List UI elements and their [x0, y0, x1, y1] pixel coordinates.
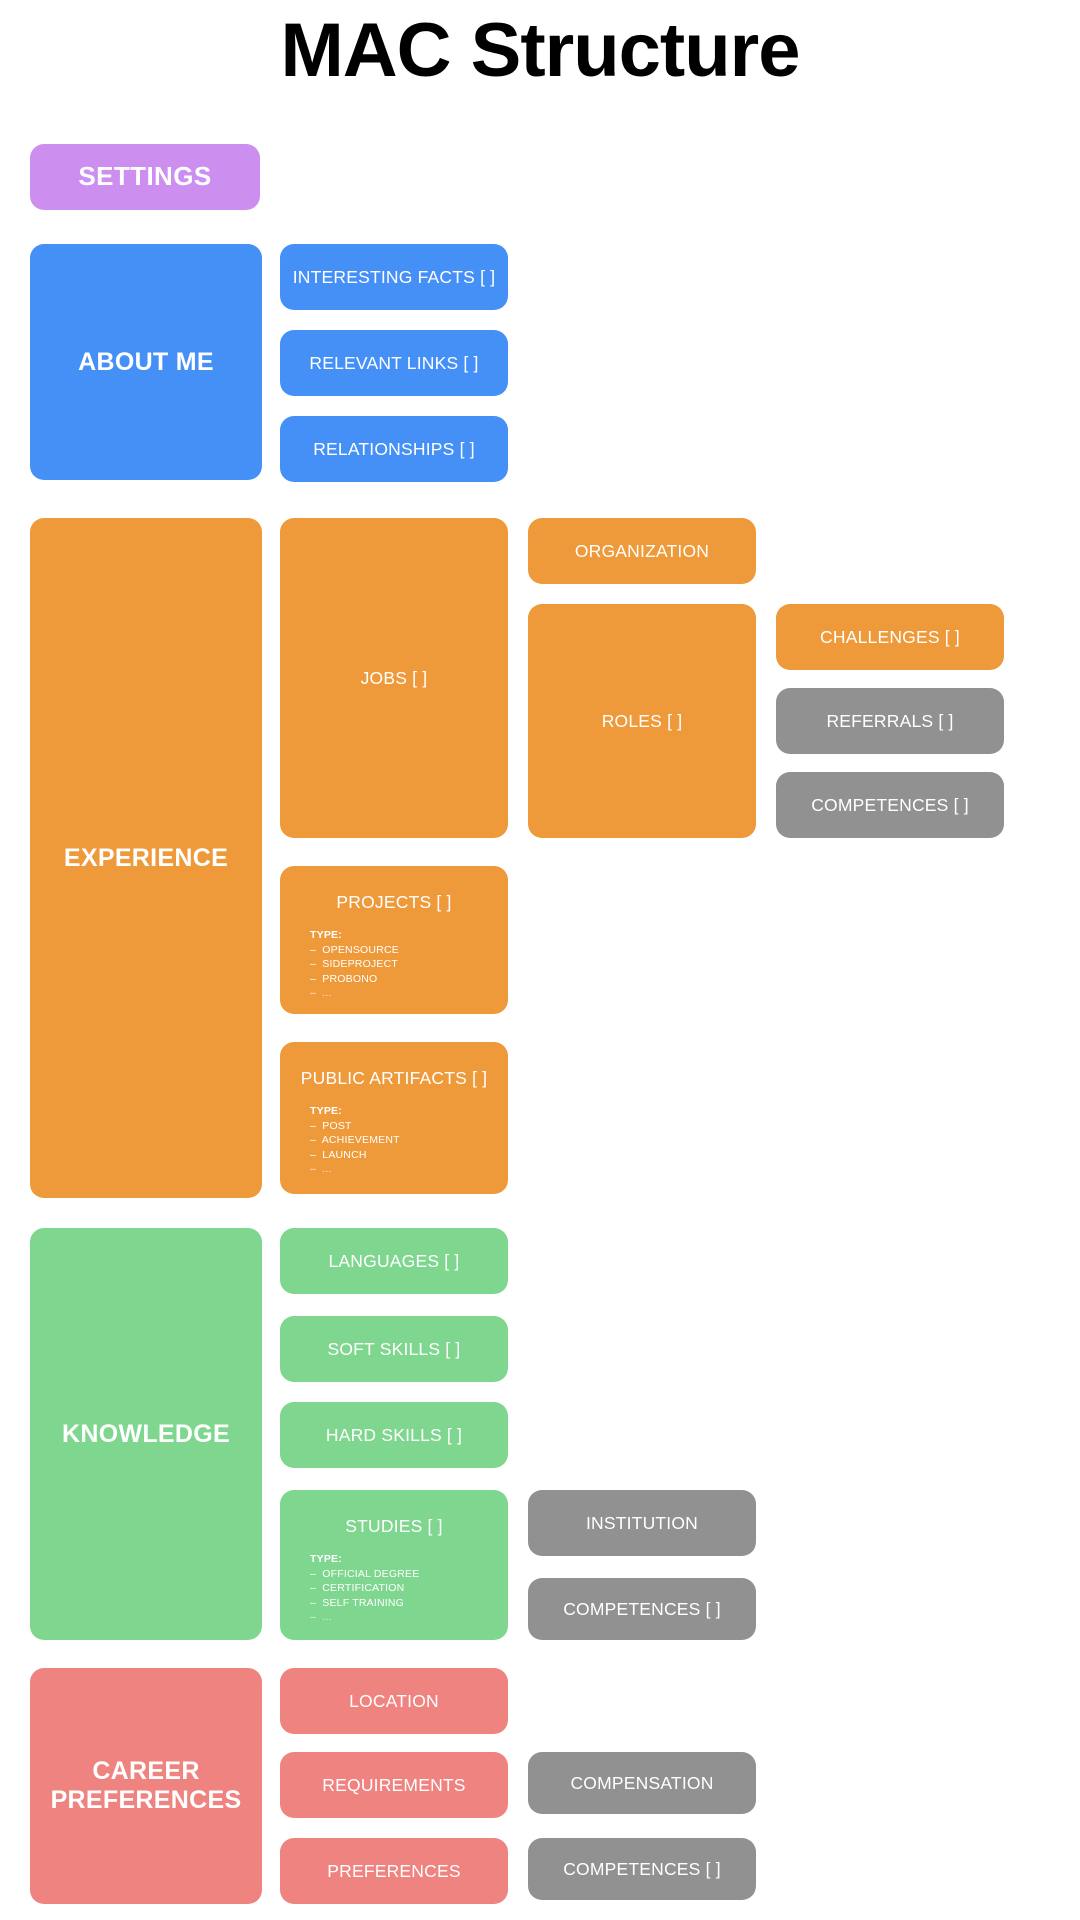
- node-organization[interactable]: ORGANIZATION: [528, 518, 756, 584]
- node-career-competences[interactable]: COMPETENCES [ ]: [528, 1838, 756, 1900]
- node-career-preferences[interactable]: CAREER PREFERENCES: [30, 1668, 262, 1904]
- studies-type-item: – OFFICIAL DEGREE: [310, 1568, 420, 1581]
- node-about-me-label: ABOUT ME: [78, 347, 214, 376]
- node-career-competences-label: COMPETENCES [ ]: [563, 1858, 721, 1879]
- node-referrals[interactable]: REFERRALS [ ]: [776, 688, 1004, 754]
- node-projects[interactable]: PROJECTS [ ] TYPE: – OPENSOURCE – SIDEPR…: [280, 866, 508, 1014]
- studies-type-list: TYPE: – OFFICIAL DEGREE – CERTIFICATION …: [296, 1552, 492, 1624]
- projects-type-item: – ...: [310, 986, 332, 999]
- public-artifacts-type-item: – ...: [310, 1162, 332, 1175]
- node-public-artifacts[interactable]: PUBLIC ARTIFACTS [ ] TYPE: – POST – ACHI…: [280, 1042, 508, 1194]
- studies-type-item: – CERTIFICATION: [310, 1582, 405, 1595]
- node-jobs[interactable]: JOBS [ ]: [280, 518, 508, 838]
- node-experience-competences-label: COMPETENCES [ ]: [811, 794, 969, 815]
- node-compensation[interactable]: COMPENSATION: [528, 1752, 756, 1814]
- node-soft-skills-label: SOFT SKILLS [ ]: [327, 1338, 461, 1359]
- node-jobs-label: JOBS [ ]: [360, 667, 428, 688]
- node-settings[interactable]: SETTINGS: [30, 144, 260, 210]
- public-artifacts-type-title: TYPE:: [310, 1105, 342, 1118]
- node-relevant-links-label: RELEVANT LINKS [ ]: [309, 352, 479, 373]
- node-languages[interactable]: LANGUAGES [ ]: [280, 1228, 508, 1294]
- studies-type-title: TYPE:: [310, 1553, 342, 1566]
- node-institution[interactable]: INSTITUTION: [528, 1490, 756, 1556]
- node-experience-label: EXPERIENCE: [63, 843, 229, 872]
- node-experience[interactable]: EXPERIENCE: [30, 518, 262, 1198]
- node-roles[interactable]: ROLES [ ]: [528, 604, 756, 838]
- node-public-artifacts-label: PUBLIC ARTIFACTS [ ]: [300, 1068, 488, 1088]
- node-settings-label: SETTINGS: [78, 161, 212, 192]
- node-knowledge-label: KNOWLEDGE: [62, 1419, 230, 1448]
- node-interesting-facts-label: INTERESTING FACTS [ ]: [292, 266, 496, 287]
- node-challenges[interactable]: CHALLENGES [ ]: [776, 604, 1004, 670]
- node-studies-label: STUDIES [ ]: [345, 1516, 443, 1536]
- node-knowledge-competences-label: COMPETENCES [ ]: [563, 1598, 721, 1619]
- node-interesting-facts[interactable]: INTERESTING FACTS [ ]: [280, 244, 508, 310]
- node-studies[interactable]: STUDIES [ ] TYPE: – OFFICIAL DEGREE – CE…: [280, 1490, 508, 1640]
- node-requirements[interactable]: REQUIREMENTS: [280, 1752, 508, 1818]
- node-experience-competences[interactable]: COMPETENCES [ ]: [776, 772, 1004, 838]
- projects-type-list: TYPE: – OPENSOURCE – SIDEPROJECT – PROBO…: [296, 928, 492, 1000]
- node-organization-label: ORGANIZATION: [574, 540, 710, 561]
- node-compensation-label: COMPENSATION: [570, 1772, 714, 1793]
- node-relevant-links[interactable]: RELEVANT LINKS [ ]: [280, 330, 508, 396]
- public-artifacts-type-item: – LAUNCH: [310, 1148, 367, 1161]
- node-challenges-label: CHALLENGES [ ]: [820, 626, 960, 647]
- node-soft-skills[interactable]: SOFT SKILLS [ ]: [280, 1316, 508, 1382]
- node-hard-skills-label: HARD SKILLS [ ]: [325, 1424, 463, 1445]
- public-artifacts-type-list: TYPE: – POST – ACHIEVEMENT – LAUNCH – ..…: [296, 1104, 492, 1176]
- node-referrals-label: REFERRALS [ ]: [826, 710, 954, 731]
- node-knowledge[interactable]: KNOWLEDGE: [30, 1228, 262, 1640]
- node-requirements-label: REQUIREMENTS: [322, 1774, 466, 1795]
- studies-type-item: – SELF TRAINING: [310, 1596, 405, 1609]
- projects-type-title: TYPE:: [310, 929, 342, 942]
- node-location[interactable]: LOCATION: [280, 1668, 508, 1734]
- page-title: MAC Structure: [280, 8, 800, 93]
- node-institution-label: INSTITUTION: [585, 1512, 699, 1533]
- projects-type-item: – PROBONO: [310, 972, 378, 985]
- node-roles-label: ROLES [ ]: [601, 710, 683, 731]
- node-knowledge-competences[interactable]: COMPETENCES [ ]: [528, 1578, 756, 1640]
- node-about-me[interactable]: ABOUT ME: [30, 244, 262, 480]
- node-relationships[interactable]: RELATIONSHIPS [ ]: [280, 416, 508, 482]
- node-projects-label: PROJECTS [ ]: [336, 892, 452, 912]
- public-artifacts-type-item: – ACHIEVEMENT: [310, 1134, 400, 1147]
- node-relationships-label: RELATIONSHIPS [ ]: [313, 438, 475, 459]
- node-location-label: LOCATION: [349, 1690, 439, 1711]
- node-preferences-label: PREFERENCES: [327, 1860, 461, 1881]
- projects-type-item: – SIDEPROJECT: [310, 958, 398, 971]
- node-preferences[interactable]: PREFERENCES: [280, 1838, 508, 1904]
- node-hard-skills[interactable]: HARD SKILLS [ ]: [280, 1402, 508, 1468]
- studies-type-item: – ...: [310, 1610, 332, 1623]
- node-career-preferences-label-line2: PREFERENCES: [50, 1786, 242, 1814]
- projects-type-item: – OPENSOURCE: [310, 944, 399, 957]
- node-languages-label: LANGUAGES [ ]: [328, 1250, 460, 1271]
- node-career-preferences-label-line1: CAREER: [92, 1757, 200, 1786]
- public-artifacts-type-item: – POST: [310, 1120, 352, 1133]
